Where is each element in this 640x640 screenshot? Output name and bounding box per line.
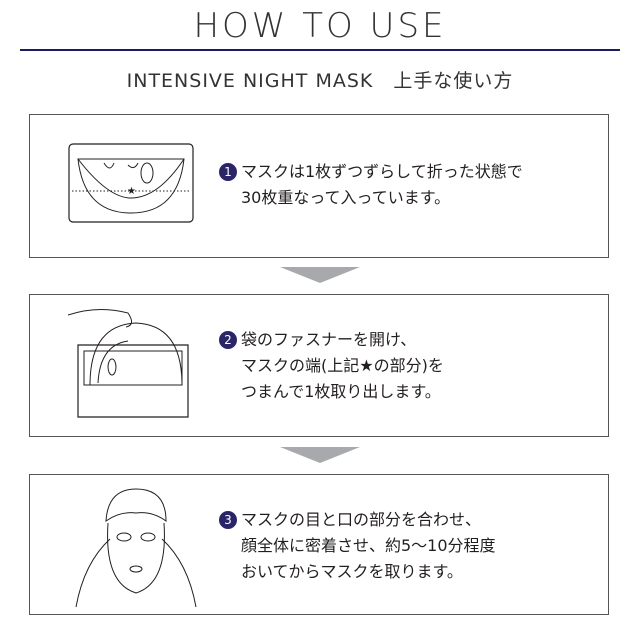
open-package-illustration — [68, 309, 189, 418]
down-arrow-icon — [280, 447, 360, 463]
page-title: HOW TO USE — [193, 6, 447, 46]
down-arrow-icon — [280, 267, 360, 283]
title-divider — [20, 49, 620, 51]
step-number-badge: 2 — [219, 331, 237, 349]
step-line: 30枚重なって入っています。 — [241, 188, 451, 207]
step-line: マスクは1枚ずつずらして折った状態で — [241, 162, 523, 181]
step-line: つまんで1枚取り出します。 — [241, 382, 441, 401]
mask-package-illustration: ★ — [68, 143, 194, 223]
step-number-badge: 1 — [219, 163, 237, 181]
step-line: マスクの端(上記★の部分)を — [241, 356, 444, 375]
step-line: おいてからマスクを取ります。 — [241, 562, 463, 581]
step-line: 顔全体に密着させ、約5〜10分程度 — [241, 536, 496, 555]
step-number-badge: 3 — [219, 511, 237, 529]
step-line: マスクの目と口の部分を合わせ、 — [241, 510, 482, 529]
step-line: 袋のファスナーを開け、 — [241, 330, 417, 349]
page-subtitle: INTENSIVE NIGHT MASK 上手な使い方 — [126, 70, 514, 92]
face-mask-illustration — [75, 488, 197, 608]
